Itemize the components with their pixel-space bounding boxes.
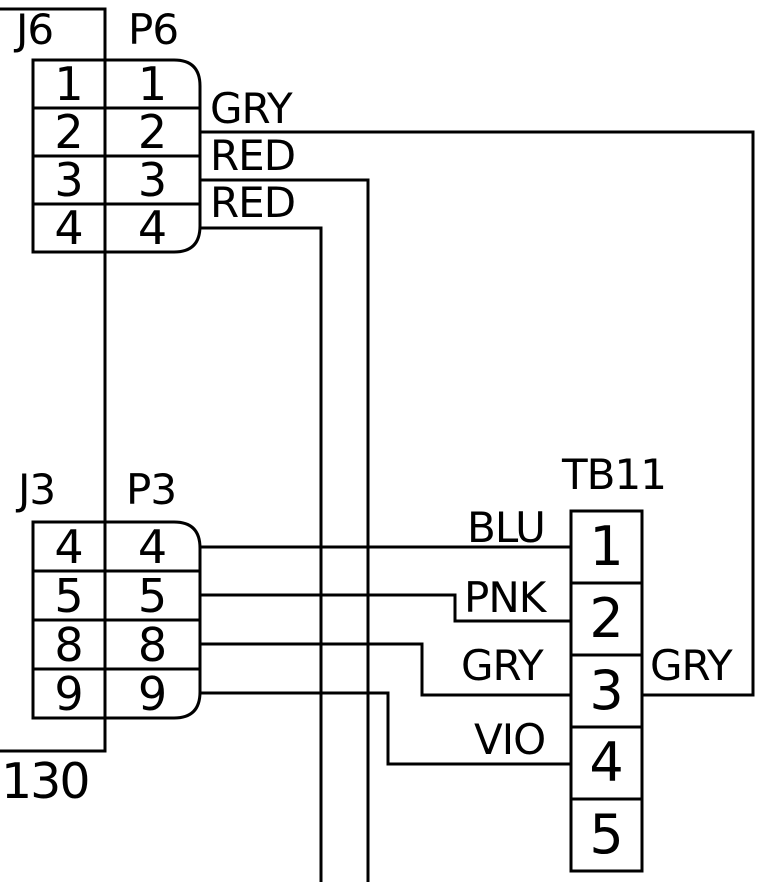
wire-gry-p6-2-tb11-3 xyxy=(198,130,755,697)
tb11-terminal-1: 1 xyxy=(589,515,624,578)
connector-p6-label: P6 xyxy=(128,5,179,54)
wire-pnk-p3-5-tb11-2 xyxy=(198,593,573,623)
p3-pin-cell-9: 9 xyxy=(137,666,168,721)
j3-pin-cell-9: 9 xyxy=(54,666,84,721)
tb11-terminal-4: 4 xyxy=(589,731,624,794)
wire-label-blu: BLU xyxy=(467,503,546,552)
terminal-block-label: TB11 xyxy=(562,450,667,499)
p6-pin-cell-4: 4 xyxy=(137,201,168,255)
p3-pin-cell-5: 5 xyxy=(137,568,168,623)
wire-label-gry-left: GRY xyxy=(461,641,544,690)
connector-j6-label: J6 xyxy=(16,5,54,54)
j3p3-row-lines xyxy=(31,569,202,671)
wire-label-pnk: PNK xyxy=(464,573,546,622)
j3-pin-cell-5: 5 xyxy=(54,568,84,623)
p6-pin-cell-2: 2 xyxy=(137,105,168,159)
wire-gry-p3-8-tb11-3 xyxy=(198,642,573,697)
wire-label-red-p6-4: RED xyxy=(210,178,296,227)
tb11-terminal-2: 2 xyxy=(589,587,624,650)
j6p6-row-lines xyxy=(31,106,202,206)
enclosure-130-outline xyxy=(0,7,107,753)
j6-pin-cell-4: 4 xyxy=(54,201,84,255)
connector-p3-label: P3 xyxy=(126,465,177,514)
p3-pin-cell-8: 8 xyxy=(137,617,168,672)
wire-label-gry-p6-2: GRY xyxy=(210,84,293,133)
j6-pin-cell-2: 2 xyxy=(54,105,84,159)
wire-label-vio: VIO xyxy=(474,715,546,764)
p3-pin-cell-4: 4 xyxy=(137,519,168,574)
wire-vio-p3-9-tb11-4 xyxy=(198,691,573,766)
p6-pin-cell-1: 1 xyxy=(137,57,168,111)
j6-pin-cell-1: 1 xyxy=(54,57,84,111)
tb11-row-lines xyxy=(569,581,644,801)
enclosure-ref-label: 130 xyxy=(1,753,91,810)
wire-red-p6-4 xyxy=(198,226,323,882)
wire-label-gry-right: GRY xyxy=(650,641,733,690)
tb11-outline xyxy=(569,509,644,873)
p6-pin-cell-3: 3 xyxy=(137,153,168,207)
wire-red-p6-3 xyxy=(198,178,370,882)
connector-j3-label: J3 xyxy=(18,465,56,514)
tb11-terminal-3: 3 xyxy=(589,659,624,722)
wire-label-red-p6-3: RED xyxy=(210,131,296,180)
j3-pin-cell-4: 4 xyxy=(54,519,84,574)
j6-pin-cell-3: 3 xyxy=(54,153,84,207)
tb11-terminal-5: 5 xyxy=(589,803,624,866)
j3-pin-cell-8: 8 xyxy=(54,617,84,672)
